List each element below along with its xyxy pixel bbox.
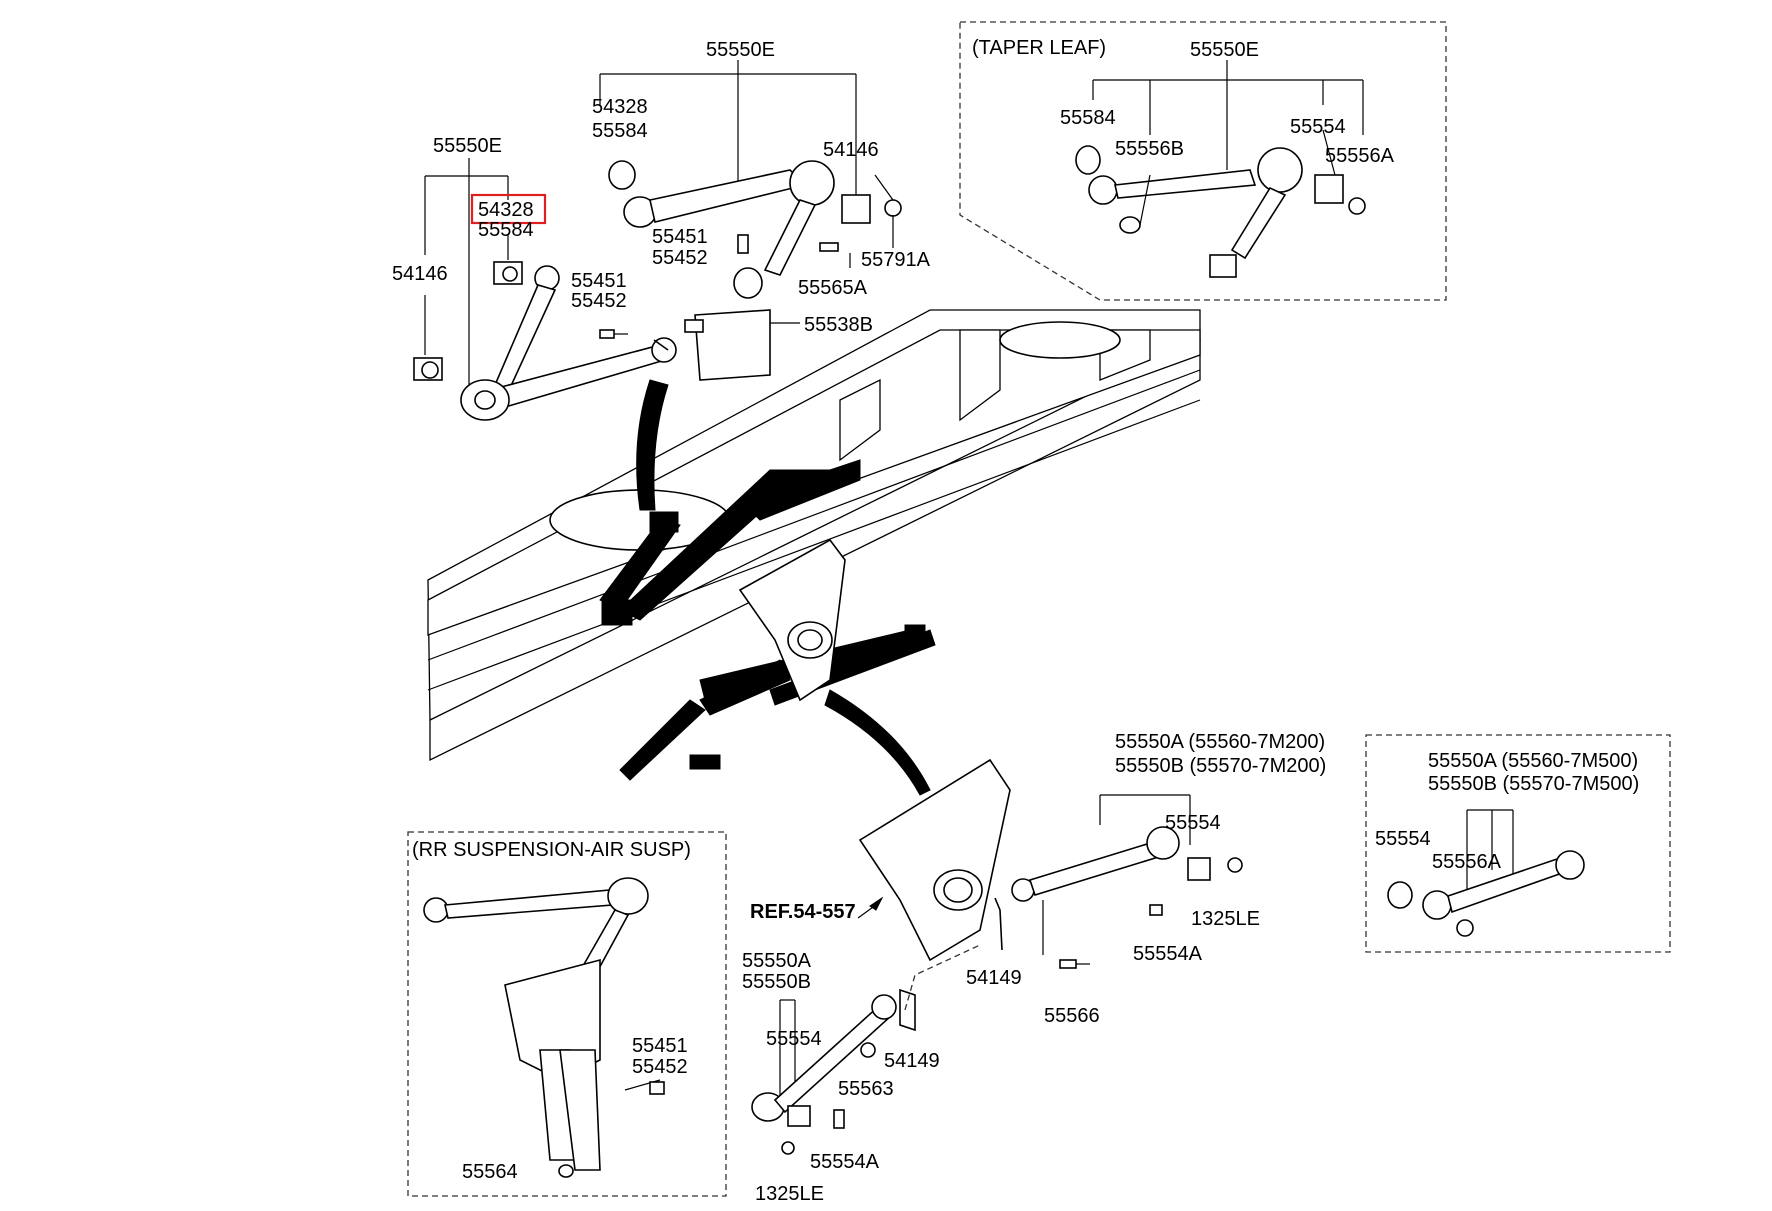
- label-ref: REF.54-557: [750, 901, 856, 923]
- label-br-55550A: 55550A (55560-7M200): [1115, 731, 1325, 753]
- label-bl-55550A: 55550A: [742, 950, 812, 972]
- label-top-center-group: 55550E: [706, 39, 775, 61]
- label-bl-54149: 54149: [884, 1050, 940, 1072]
- label-left-54146: 54146: [392, 263, 448, 285]
- label-bl-55563: 55563: [838, 1078, 894, 1100]
- label-bl-55550B: 55550B: [742, 971, 811, 993]
- bottom-right-assembly: [858, 758, 1243, 969]
- label-rr-title: (RR SUSPENSION-AIR SUSP): [412, 839, 691, 861]
- label-bl-55554: 55554: [766, 1028, 822, 1050]
- label-fr-55550B: 55550B (55570-7M500): [1428, 773, 1639, 795]
- label-taper-title: (TAPER LEAF): [972, 37, 1106, 59]
- ref-arrow: [857, 896, 884, 919]
- label-bl-55554A: 55554A: [810, 1151, 880, 1173]
- label-rr-55564: 55564: [462, 1161, 518, 1183]
- label-taper-55556B: 55556B: [1115, 138, 1184, 160]
- label-br-55566: 55566: [1044, 1005, 1100, 1027]
- label-taper-55554: 55554: [1290, 116, 1346, 138]
- label-left-group: 55550E: [433, 135, 502, 157]
- label-tc-55451: 55451: [652, 226, 708, 248]
- label-tc-55791A: 55791A: [861, 249, 931, 271]
- label-tc-55538B: 55538B: [804, 314, 873, 336]
- label-tc-54328: 54328: [592, 96, 648, 118]
- callout-labels: 55550E 54328 55584 54146 55451 55452 555…: [392, 37, 1639, 1205]
- label-left-55584: 55584: [478, 219, 534, 241]
- label-left-55452: 55452: [571, 290, 627, 312]
- left-arm-assembly: [413, 158, 677, 421]
- label-rr-55452: 55452: [632, 1056, 688, 1078]
- label-br-55554: 55554: [1165, 812, 1221, 834]
- center-bracket: [738, 538, 846, 702]
- rr-suspension-box: [407, 831, 727, 1197]
- label-left-55451: 55451: [571, 270, 627, 292]
- label-fr-55556A: 55556A: [1432, 851, 1502, 873]
- selected-part-highlight[interactable]: [470, 193, 547, 225]
- label-taper-55584: 55584: [1060, 107, 1116, 129]
- label-rr-55451: 55451: [632, 1035, 688, 1057]
- label-left-54328-selected: 54328: [478, 199, 534, 221]
- far-right-box: [1365, 734, 1671, 953]
- label-taper-55556A: 55556A: [1325, 145, 1395, 167]
- label-tc-54146: 54146: [823, 139, 879, 161]
- taper-leaf-box: [959, 21, 1447, 301]
- label-br-55550B: 55550B (55570-7M200): [1115, 755, 1326, 777]
- label-br-55554A: 55554A: [1133, 943, 1203, 965]
- label-tc-55452: 55452: [652, 247, 708, 269]
- label-fr-55550A: 55550A (55560-7M500): [1428, 750, 1638, 772]
- label-bl-1325LE: 1325LE: [755, 1183, 824, 1205]
- label-br-1325LE: 1325LE: [1191, 908, 1260, 930]
- label-tc-55584: 55584: [592, 120, 648, 142]
- top-center-assembly: [599, 60, 902, 381]
- label-tc-55565A: 55565A: [798, 277, 868, 299]
- label-br-54149: 54149: [966, 967, 1022, 989]
- label-fr-55554: 55554: [1375, 828, 1431, 850]
- bottom-lower-arm: [751, 944, 981, 1155]
- label-taper-group: 55550E: [1190, 39, 1259, 61]
